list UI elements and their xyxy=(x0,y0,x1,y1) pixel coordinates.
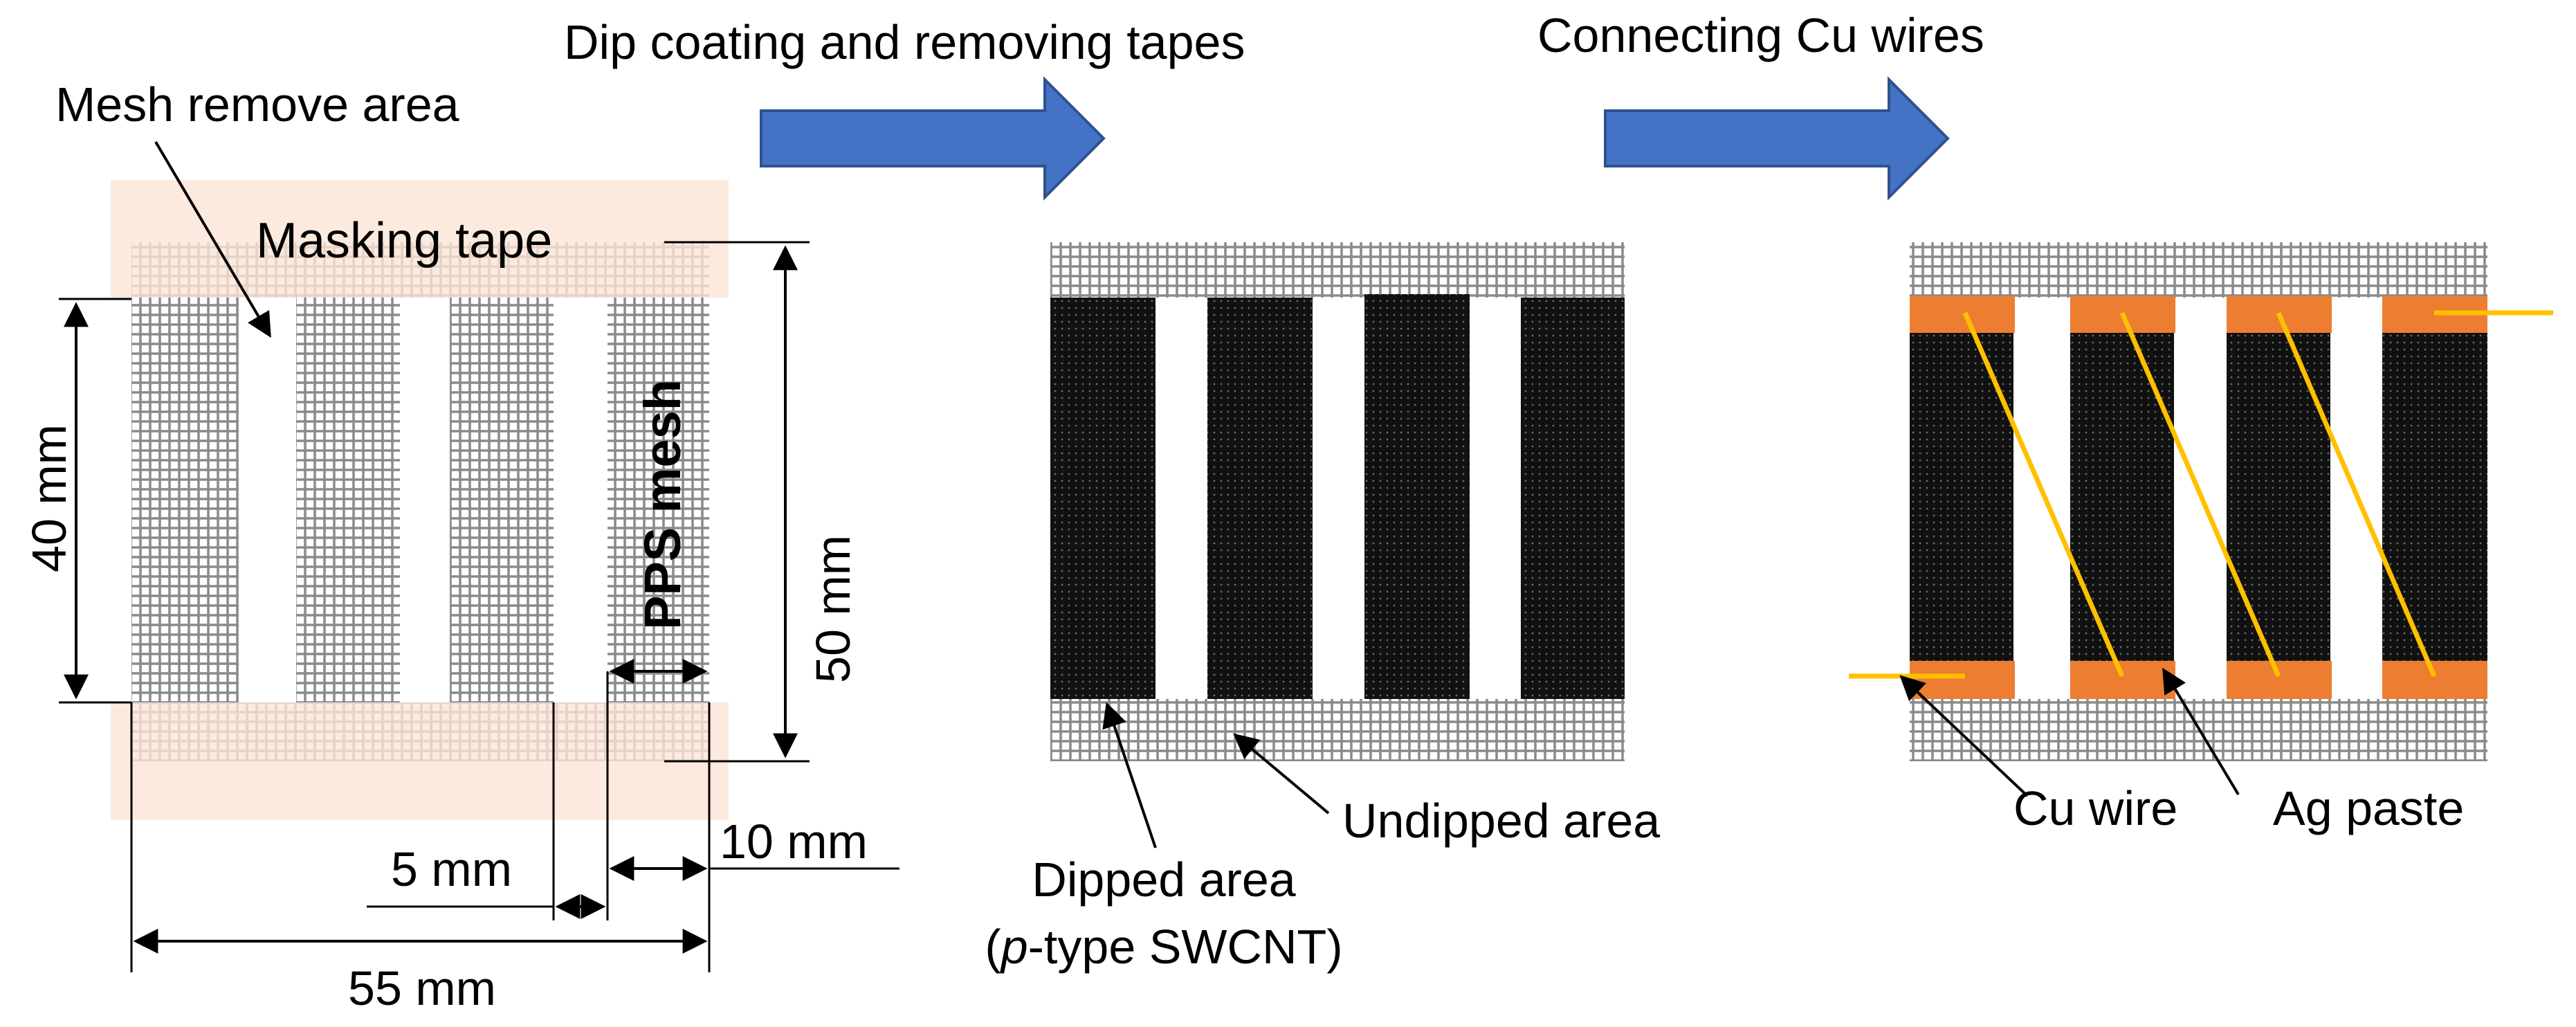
cu-wire-diag-1 xyxy=(1962,311,2125,678)
dipped-open-paren: ( xyxy=(985,920,1001,974)
step1-label: Dip coating and removing tapes xyxy=(564,15,1245,69)
mesh-remove-area-label: Mesh remove area xyxy=(55,78,459,131)
dim-50-label: 50 mm xyxy=(806,535,860,683)
mesh-column-1 xyxy=(131,298,239,702)
ag-paste-label: Ag paste xyxy=(2273,781,2464,835)
dipped-area-sublabel: (p-type SWCNT) xyxy=(985,920,1342,974)
ag-paste-bottom-3 xyxy=(2227,661,2332,699)
right-dipped-column-3 xyxy=(2227,298,2330,699)
pps-mesh-label: PPS mesh xyxy=(634,379,691,630)
undipped-area-label: Undipped area xyxy=(1342,794,1660,848)
ag-paste-bottom-4 xyxy=(2382,661,2487,699)
right-top-band xyxy=(1910,242,2487,298)
right-dipped-column-1 xyxy=(1910,298,2013,699)
dipped-column-4 xyxy=(1521,298,1625,699)
dipped-column-2 xyxy=(1207,298,1313,699)
mesh-remove-pointer xyxy=(154,140,271,338)
dim-5-label: 5 mm xyxy=(391,842,512,896)
dipped-p-italic: p xyxy=(1000,920,1028,974)
cu-wire-diag-3 xyxy=(2276,311,2437,678)
ag-paste-pointer xyxy=(2162,667,2240,796)
right-dipped-column-2 xyxy=(2070,298,2174,699)
dipped-column-3 xyxy=(1364,294,1470,699)
ag-paste-bottom-2 xyxy=(2070,661,2175,699)
dim-55-label: 55 mm xyxy=(348,961,496,1015)
ag-paste-bottom-1 xyxy=(1910,661,2015,699)
ag-paste-top-1 xyxy=(1910,296,2015,333)
cu-wire-label: Cu wire xyxy=(2013,781,2177,835)
dipped-area-label: Dipped area xyxy=(1032,853,1295,907)
middle-panel: Dipped area (p-type SWCNT) Undipped area xyxy=(985,242,1660,974)
cu-wire-diag-2 xyxy=(2119,311,2281,678)
step2-arrow-icon xyxy=(1604,76,1950,201)
dim-40-label: 40 mm xyxy=(22,424,76,572)
masking-tape-bottom xyxy=(111,702,729,820)
left-panel: Mesh remove area Masking tape PPS mesh 4… xyxy=(22,78,899,1015)
dipped-rest: -type SWCNT) xyxy=(1028,920,1343,974)
mesh-column-2 xyxy=(296,298,400,702)
dipped-area-pointer xyxy=(1102,702,1157,848)
mesh-column-3 xyxy=(450,298,554,702)
undipped-area-pointer xyxy=(1233,733,1330,815)
undipped-bottom-band xyxy=(1050,699,1625,761)
mesh-column-4 xyxy=(608,298,709,702)
cu-wire-pointer xyxy=(1899,675,2029,797)
step2-label: Connecting Cu wires xyxy=(1537,8,1984,62)
right-panel: Cu wire Ag paste xyxy=(1849,242,2553,835)
dipped-column-1 xyxy=(1050,298,1155,699)
step1-arrow-icon xyxy=(760,76,1106,201)
undipped-top-band xyxy=(1050,242,1625,298)
right-dipped-column-4 xyxy=(2382,298,2487,699)
dim-10-label: 10 mm xyxy=(720,815,868,869)
masking-tape-label: Masking tape xyxy=(256,213,552,269)
